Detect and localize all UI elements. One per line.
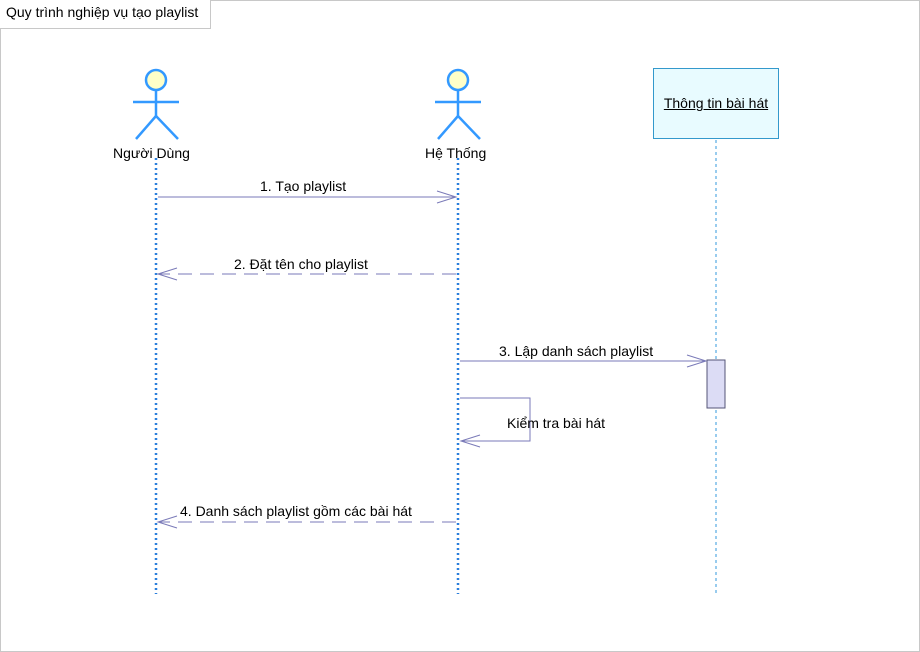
actor-system-icon[interactable] (435, 68, 481, 140)
object-songinfo-label: Thông tin bài hát (663, 95, 769, 111)
message-1-label: 1. Tạo playlist (260, 178, 347, 194)
message-3-label: 3. Lập danh sách playlist (499, 343, 654, 359)
object-songinfo-box[interactable]: Thông tin bài hát (653, 68, 779, 139)
self-message-label: Kiểm tra bài hát (507, 415, 606, 431)
message-4-label: 4. Danh sách playlist gồm các bài hát (180, 503, 412, 519)
activation-bar[interactable] (706, 359, 726, 409)
actor-system-label: Hệ Thống (425, 145, 487, 161)
actor-user-icon[interactable] (133, 68, 179, 140)
self-message-arrow[interactable] (459, 397, 531, 448)
diagram-title-tab: Quy trình nghiệp vụ tạo playlist (0, 0, 211, 29)
diagram-title: Quy trình nghiệp vụ tạo playlist (6, 4, 199, 20)
actor-user-label: Người Dùng (113, 145, 190, 161)
message-2-label: 2. Đặt tên cho playlist (234, 256, 368, 272)
